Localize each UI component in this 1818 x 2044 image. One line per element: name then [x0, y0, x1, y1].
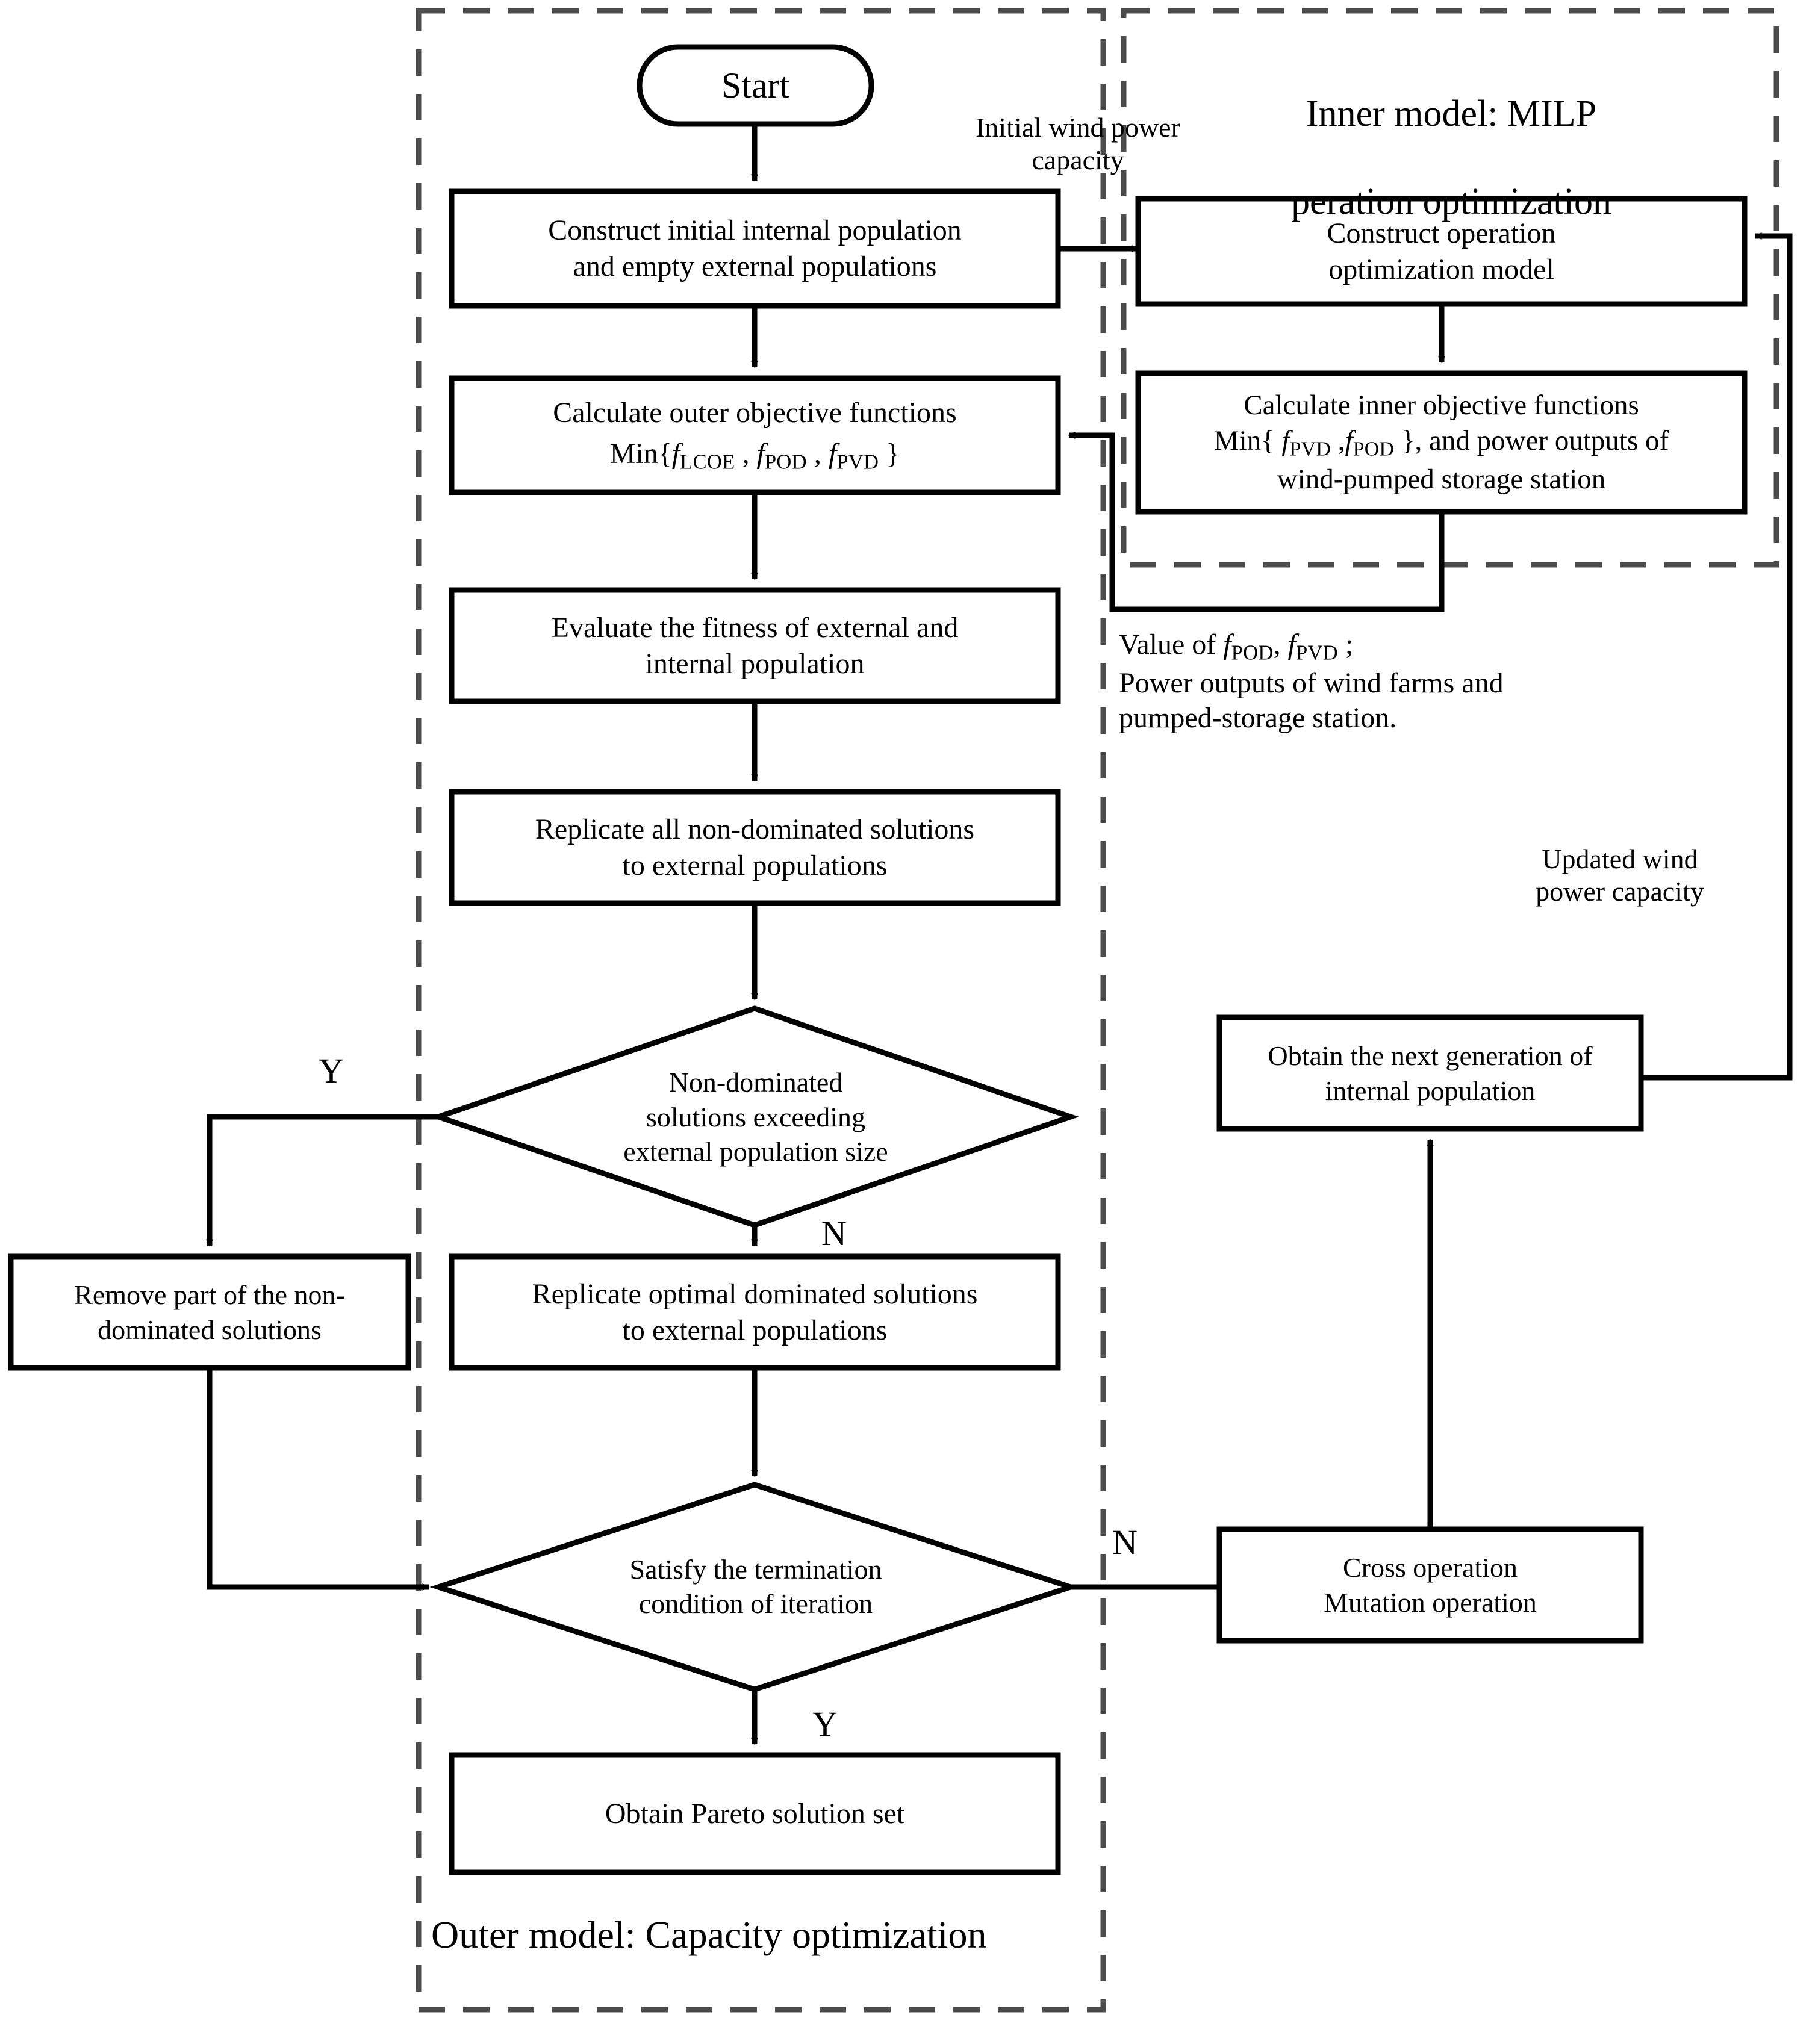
- node-evaluate-fitness[interactable]: Evaluate the fitness of external and int…: [551, 611, 959, 680]
- inner-model-boundary: [1121, 8, 1779, 568]
- node-obtain-pareto[interactable]: Obtain Pareto solution set: [605, 1797, 905, 1830]
- edge-remove-to-diamond2: [207, 1368, 430, 1591]
- node-decision-termination[interactable]: Satisfy the termination condition of ite…: [629, 1553, 882, 1620]
- node-replicate-all[interactable]: Replicate all non-dominated solutions to…: [535, 813, 975, 881]
- node-calc-outer[interactable]: Calculate outer objective functions Min{…: [452, 378, 1058, 492]
- edge-label-yes-upper: Y: [319, 1051, 344, 1090]
- calc-outer-f3-base: f: [828, 438, 837, 470]
- calc-inner-f1-base: f: [1281, 424, 1290, 456]
- calc-inner-formula: Min{ fPVD ,fPOD }, and power outputs of: [1214, 423, 1669, 462]
- node-cross-mutation[interactable]: Cross operation Mutation operation: [1324, 1552, 1537, 1618]
- edge-label-updated-wind-power-capacity: Updated wind power capacity: [1536, 843, 1704, 907]
- calc-outer-sep2: ,: [806, 438, 829, 470]
- calc-inner-f1-sub: PVD: [1289, 438, 1331, 461]
- calc-outer-suffix: }: [879, 438, 900, 470]
- calc-inner-sep1: ,: [1331, 424, 1345, 456]
- edge-nextgen-to-constructop: [1641, 232, 1793, 1081]
- connectors: [206, 124, 1793, 1745]
- calc-inner-line1: Calculate inner objective functions: [1244, 389, 1639, 421]
- edge-label-no-lower: N: [1112, 1523, 1138, 1562]
- node-replicate-optimal[interactable]: Replicate optimal dominated solutions to…: [532, 1278, 978, 1346]
- edge-label-value-of-block: Value of fPOD, fPVD ; Power outputs of w…: [1119, 627, 1691, 736]
- node-construct-operation[interactable]: Construct operation optimization model: [1327, 217, 1556, 285]
- outer-model-boundary: [416, 8, 1106, 2013]
- calc-inner-f2-sub: POD: [1353, 438, 1395, 461]
- calc-inner-f2-base: f: [1345, 424, 1353, 456]
- calc-outer-f1-sub: LCOE: [680, 450, 735, 474]
- value-of-prefix: Value of: [1119, 629, 1224, 660]
- value-f2-base: f: [1287, 629, 1296, 660]
- calc-outer-formula: Min{fLCOE , fPOD , fPVD }: [610, 436, 900, 476]
- node-remove-part[interactable]: Remove part of the non- dominated soluti…: [74, 1279, 345, 1345]
- inner-model-title-line2: peration optimization: [1290, 181, 1612, 223]
- calc-inner-suffix: }, and power outputs of: [1394, 424, 1669, 456]
- inner-model-title: Inner model: MILP peration optimization: [1144, 48, 1758, 225]
- value-of-line: Value of fPOD, fPVD ;: [1119, 627, 1691, 666]
- power-outputs-line2: Power outputs of wind farms and: [1119, 666, 1504, 699]
- calc-inner-min-prefix: Min{: [1213, 424, 1282, 456]
- calc-outer-min-prefix: Min{: [609, 438, 672, 470]
- value-f1-base: f: [1223, 629, 1231, 660]
- inner-model-title-line1: Inner model: MILP: [1306, 93, 1597, 135]
- outer-model-title: Outer model: Capacity optimization: [431, 1913, 987, 1956]
- calc-outer-sep1: ,: [735, 438, 757, 470]
- value-f2-sub: PVD: [1295, 641, 1338, 665]
- node-start[interactable]: Start: [721, 65, 790, 105]
- box-obtain-pareto: [449, 1752, 1061, 1875]
- value-sep: ,: [1273, 629, 1288, 660]
- calc-outer-f2-base: f: [756, 438, 765, 470]
- calc-outer-f3-sub: PVD: [836, 450, 879, 474]
- value-suffix: ;: [1338, 629, 1354, 660]
- value-f1-sub: POD: [1231, 641, 1274, 665]
- node-calc-inner[interactable]: Calculate inner objective functions Min{…: [1138, 373, 1745, 512]
- edge-label-no-upper: N: [821, 1214, 847, 1253]
- calc-outer-f1-base: f: [671, 438, 680, 470]
- calc-outer-line1: Calculate outer objective functions: [553, 397, 957, 429]
- node-obtain-next-gen[interactable]: Obtain the next generation of internal p…: [1268, 1040, 1593, 1106]
- calc-outer-f2-sub: POD: [764, 450, 807, 474]
- power-outputs-line3: pumped-storage station.: [1119, 702, 1397, 735]
- edge-label-yes-lower: Y: [812, 1704, 838, 1744]
- edge-diamond1-yes-to-remove: [206, 1114, 438, 1247]
- edge-label-initial-wind-power-capacity: Initial wind power capacity: [976, 112, 1180, 176]
- node-construct-initial[interactable]: Construct initial internal population an…: [548, 214, 962, 282]
- calc-inner-line3: wind-pumped storage station: [1277, 464, 1606, 495]
- box-obtain-next-gen: [1216, 1014, 1644, 1132]
- edge-calcinner-to-calcouter: [1068, 432, 1445, 612]
- node-decision-nondominated[interactable]: Non-dominated solutions exceeding extern…: [623, 1067, 888, 1167]
